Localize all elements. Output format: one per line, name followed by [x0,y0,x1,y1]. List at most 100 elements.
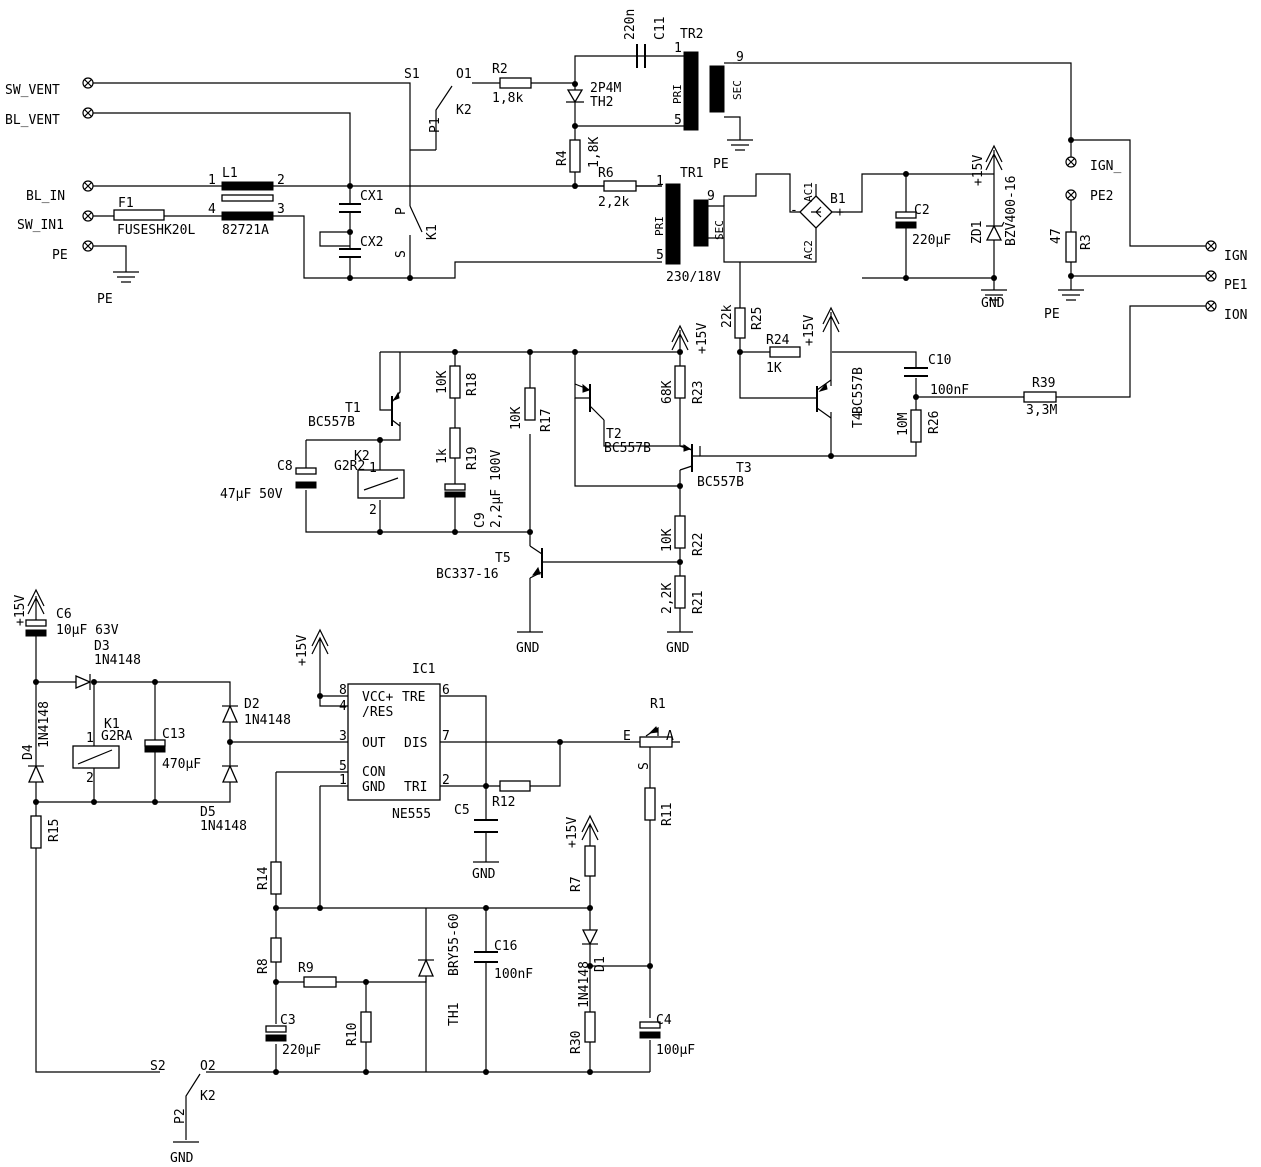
c10-ref: C10 [928,353,951,368]
d4-value: 1N4148 [37,701,52,748]
r24-value: 1K [766,361,782,376]
connector-bl-vent: BL_VENT [5,107,94,128]
t4-value: BC557B [851,367,866,414]
c3-ref: C3 [280,1013,296,1028]
capacitor-c4: C4 100µF [639,1013,695,1058]
l1-value: 82721A [222,223,269,238]
connector-pe2-label: PE2 [1090,189,1113,204]
k2b-pin-s2: S2 [150,1059,166,1074]
k1coil-ref: K1 [104,717,120,732]
r7-ref: R7 [569,876,584,892]
t1-ref: T1 [345,401,361,416]
resistor-r12: R12 [492,780,531,810]
resistor-r21: 2,2K R21 [660,575,706,614]
r17-value: 10K [509,406,524,430]
supply-15v-r7: +15V [565,814,599,848]
r1-pin-s: S [637,762,652,770]
d2-value: 1N4148 [244,713,291,728]
resistor-r19: 1k R19 [435,427,480,470]
supply-15v-c6-label: +15V [13,595,28,626]
d2-ref: D2 [244,697,260,712]
supply-15v-ic1-label: +15V [295,635,310,666]
r19-ref: R19 [465,447,480,470]
ic1-pin5: 5 [339,759,347,774]
k1-pin-s: S [394,250,409,258]
tr1-ref: TR1 [680,166,703,181]
connector-ion: ION [1205,300,1247,323]
d1-ref: D1 [593,956,608,972]
r22-ref: R22 [691,533,706,556]
transformer-tr1: TR1 1 5 9 PRI SEC 230/18V [653,166,791,342]
ic1-pin8: 8 [339,683,347,698]
t3-ref: T3 [736,461,752,476]
capacitor-c16: C16 100nF [474,939,533,982]
tr1-pri: PRI [653,216,666,236]
k2coil-value: G2R2 [334,459,365,474]
gnd-c5: GND [472,861,499,882]
ic1-pin3: 3 [339,729,347,744]
l1-ref: L1 [222,166,238,181]
gnd-supply: GND [862,171,1007,311]
r2-ref: R2 [492,62,508,77]
resistor-r8: R8 [256,937,282,974]
r3-value: 47 [1049,228,1064,244]
diode-d5: D5 1N4148 [200,764,247,834]
k2b-ref: K2 [200,1089,216,1104]
c11-ref: C11 [653,17,668,40]
gnd-c5-label: GND [472,867,496,882]
transistor-t2: T2 BC557B [574,383,651,456]
resistor-r15: R15 [30,815,62,849]
lower-wiring [33,660,680,1075]
connector-sw-in1-label: SW_IN1 [17,218,64,233]
tr2-pin9: 9 [736,50,744,65]
k1-pin-p: P [394,207,409,215]
gnd-supply-label: GND [981,296,1005,311]
c16-value: 100nF [494,967,533,982]
k1coil-pin2: 2 [86,771,94,786]
b1-minus: - [790,203,798,218]
capacitor-c10: C10 100nF [904,353,969,398]
gnd-r21-label: GND [666,641,690,656]
gnd-k2-bottom-label: GND [170,1151,194,1166]
r9-ref: R9 [298,961,314,976]
connector-ign-: IGN_ [1065,156,1121,174]
relay-coil-k2: K2 G2R2 1 2 [334,449,405,518]
pe-r3-label: PE [1044,307,1060,322]
transistor-t5: T5 BC337-16 [436,545,556,582]
transistor-t4: T4 BC557B [812,367,866,428]
d4-ref: D4 [21,744,36,760]
connector-bl-vent-label: BL_VENT [5,113,60,128]
th1-ref: TH1 [447,1003,462,1026]
r4-ref: R4 [555,150,570,166]
resistor-r26: 10M R26 [896,409,942,443]
resistor-r17: 10K R17 [509,387,554,432]
b1-ac1: AC1 [802,182,815,202]
supply-15v-ic1: +15V [295,628,329,666]
r8-ref: R8 [256,958,271,974]
tr2-ref: TR2 [680,27,703,42]
resistor-r6: R6 2,2k [575,166,662,210]
resistor-r39: R39 3,3M [1023,376,1057,418]
k2b-pin-o2: O2 [200,1059,216,1074]
ic1-pin2: 2 [442,773,450,788]
ic1-label-res: /RES [362,705,393,720]
zd1-ref: ZD1 [970,221,985,244]
resistor-r23: 68K R23 [660,365,706,404]
connector-bl-in-label: BL_IN [26,189,65,204]
ic1-pin1: 1 [339,773,347,788]
c11-value: 220n [623,9,638,40]
ion-stage-wiring [699,322,1024,459]
relay-contact-k2-top: S1 O1 P1 K2 [404,67,472,150]
r18-value: 10K [435,370,450,394]
t2-value: BC557B [604,441,651,456]
choke-l1: L1 1 2 4 3 82721A [208,166,285,238]
r3-ref: R3 [1079,234,1094,250]
b1-plus: + [836,205,844,220]
t2-ref: T2 [606,427,622,442]
ic1-label-tre: TRE [402,690,425,705]
supply-15v-t4-label: +15V [802,315,817,346]
tr2-pin5: 5 [674,113,682,128]
ic1-pin7: 7 [442,729,450,744]
c2-ref: C2 [914,203,930,218]
ground-pe-left-label: PE [97,292,113,307]
